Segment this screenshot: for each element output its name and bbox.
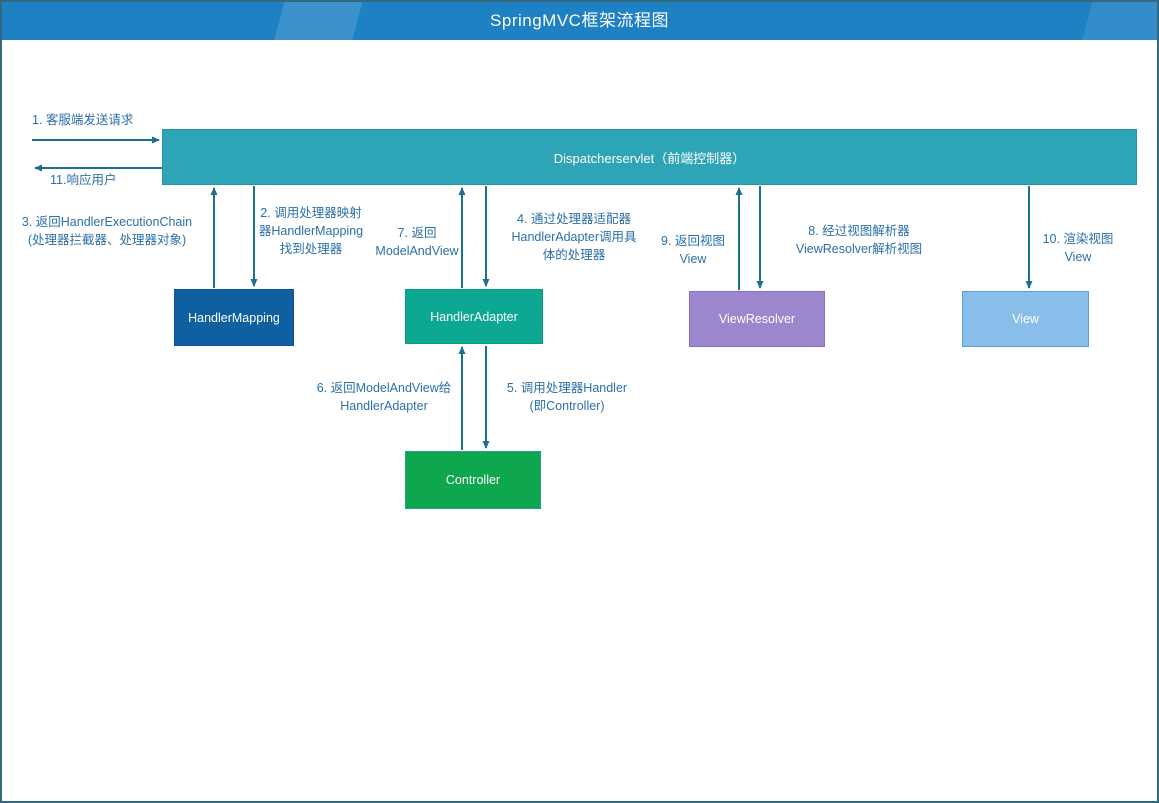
node-handler-adapter: HandlerAdapter	[405, 289, 543, 344]
label-step7-return-modelandview: 7. 返回 ModelAndView	[375, 226, 459, 258]
node-view-resolver: ViewResolver	[689, 291, 825, 347]
label-step4-call-handler-adapter: 4. 通过处理器适配器 HandlerAdapter调用具 体的处理器	[511, 212, 637, 262]
node-view-resolver-label: ViewResolver	[718, 312, 796, 326]
label-step2-call-handler-mapping: 2. 调用处理器映射 器HandlerMapping 找到处理器	[258, 206, 364, 256]
node-handler-mapping: HandlerMapping	[174, 289, 294, 346]
label-step8-view-resolver-resolve: 8. 经过视图解析器 ViewResolver解析视图	[795, 224, 923, 256]
node-dispatcherservlet-label: Dispatcherservlet（前端控制器）	[553, 150, 746, 166]
label-step10-render-view: 10. 渲染视图 View	[1042, 232, 1114, 264]
node-handler-adapter-label: HandlerAdapter	[430, 309, 518, 324]
page-title: SpringMVC框架流程图	[490, 11, 669, 30]
label-step9-return-view: 9. 返回视图 View	[661, 234, 725, 266]
title-bar: SpringMVC框架流程图	[2, 2, 1157, 40]
node-view: View	[962, 291, 1089, 347]
label-step1-client-request: 1. 客服端发送请求	[32, 113, 134, 127]
label-step5-call-handler: 5. 调用处理器Handler (即Controller)	[506, 381, 628, 413]
node-dispatcherservlet: Dispatcherservlet（前端控制器）	[162, 129, 1137, 185]
node-controller-label: Controller	[445, 473, 501, 487]
label-step11-respond-user: 11.响应用户	[50, 173, 117, 187]
node-handler-mapping-label: HandlerMapping	[188, 310, 280, 325]
node-controller: Controller	[405, 451, 541, 509]
node-view-label: View	[1012, 312, 1039, 326]
label-step3-return-execution-chain: 3. 返回HandlerExecutionChain (处理器拦截器、处理器对象…	[21, 215, 193, 247]
label-step6-return-to-adapter: 6. 返回ModelAndView给 HandlerAdapter	[316, 381, 452, 413]
